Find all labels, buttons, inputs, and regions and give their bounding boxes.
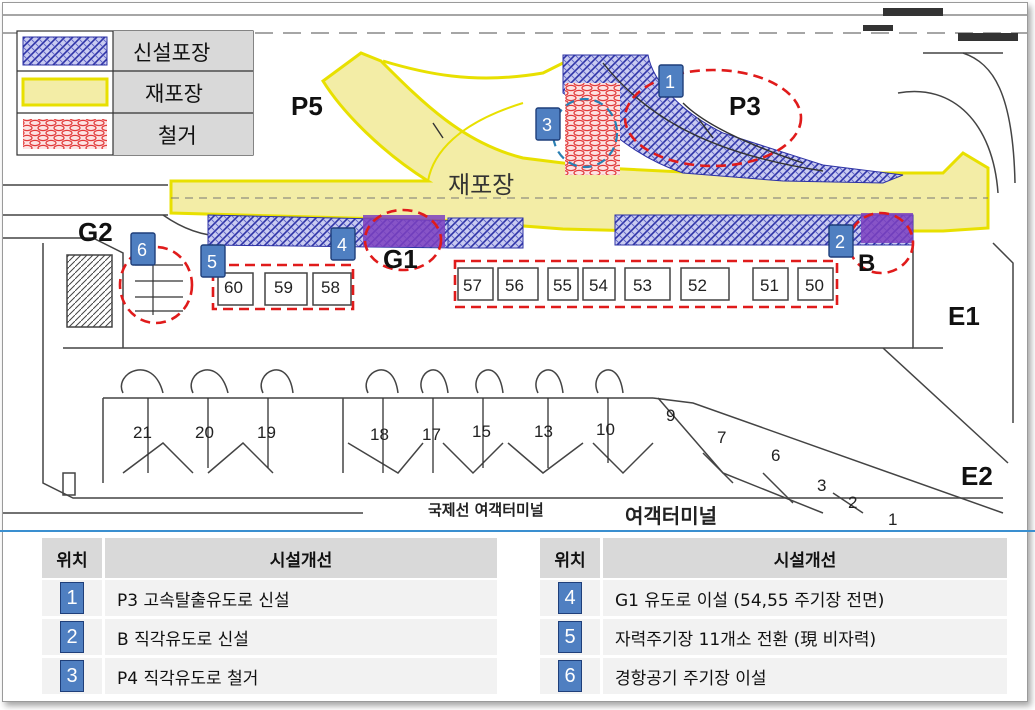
- g1-taxiway-relocation: [363, 215, 445, 247]
- stand-3: 3: [817, 476, 826, 495]
- table-header-position: 위치: [540, 538, 603, 580]
- row-number-badge: 5: [558, 621, 582, 653]
- stand-54: 54: [589, 276, 608, 295]
- row-description: 자력주기장 11개소 전환 (現 비자력): [601, 617, 1010, 658]
- table-header-position: 위치: [42, 538, 105, 580]
- stand-58: 58: [321, 278, 340, 297]
- label-e2: E2: [961, 461, 993, 491]
- stand-60: 60: [224, 278, 243, 297]
- stand-10: 10: [596, 420, 615, 439]
- row-number-badge: 1: [60, 582, 84, 614]
- stand-55: 55: [553, 276, 572, 295]
- legend-swatch-repave: [21, 77, 109, 107]
- row-description: P4 직각유도로 철거: [103, 656, 500, 697]
- legend-label-removal: 철거: [158, 124, 197, 148]
- stand-18: 18: [370, 425, 389, 444]
- legend: 신설포장 재포장 철거: [16, 30, 254, 156]
- stand-21: 21: [133, 423, 152, 442]
- label-p3: P3: [729, 91, 761, 121]
- row-description: P3 고속탈출유도로 신설: [103, 579, 500, 619]
- airport-layout-map: P5 P3 G2 G1 B E1 E2 재포장 국제선 여객터미널 여객터미널 …: [3, 8, 1027, 529]
- repave-area: [169, 51, 990, 233]
- badge-5: 5: [200, 244, 226, 278]
- divider-line: [0, 530, 1035, 532]
- badge-1: 1: [658, 64, 684, 98]
- svg-text:5: 5: [207, 252, 217, 272]
- table-header-improvement: 시설개선: [103, 538, 500, 580]
- stand-19: 19: [257, 423, 276, 442]
- removal-area: [565, 83, 620, 175]
- legend-swatch-removal: [23, 119, 107, 149]
- table-row: 6 경항공기 주기장 이설: [540, 656, 1010, 697]
- improvements-table-left: 위치 시설개선 1 P3 고속탈출유도로 신설 2 B 직각유도로 신설 3 P…: [42, 538, 500, 697]
- label-intl-terminal: 국제선 여객터미널: [428, 501, 544, 519]
- stand-52: 52: [688, 276, 707, 295]
- label-g1: G1: [383, 244, 418, 274]
- svg-text:1: 1: [665, 72, 675, 92]
- stand-labels-upper: 60 59 58 57 56 55 54 53 52 51 50: [224, 276, 824, 297]
- label-repave: 재포장: [448, 171, 514, 199]
- legend-label-new-pavement: 신설포장: [133, 41, 210, 65]
- legend-swatch-new-pavement: [22, 36, 108, 66]
- svg-text:6: 6: [137, 240, 147, 260]
- table-row: 2 B 직각유도로 신설: [42, 617, 500, 658]
- badge-6: 6: [130, 232, 156, 266]
- stand-13: 13: [534, 422, 553, 441]
- stand-56: 56: [505, 276, 524, 295]
- stand-6: 6: [771, 446, 780, 465]
- table-row: 4 G1 유도로 이설 (54,55 주기장 전면): [540, 579, 1010, 619]
- stand-20: 20: [195, 423, 214, 442]
- table-header-improvement: 시설개선: [601, 538, 1010, 580]
- badge-2: 2: [828, 224, 854, 258]
- badge-3: 3: [535, 107, 561, 141]
- row-number-badge: 3: [60, 660, 84, 692]
- stand-17: 17: [422, 425, 441, 444]
- svg-text:2: 2: [835, 232, 845, 252]
- badge-4: 4: [330, 227, 356, 261]
- label-g2: G2: [78, 217, 113, 247]
- label-b: B: [858, 250, 875, 277]
- label-e1: E1: [948, 301, 980, 331]
- row-description: 경항공기 주기장 이설: [601, 656, 1010, 697]
- stand-1: 1: [888, 510, 897, 529]
- table-row: 5 자력주기장 11개소 전환 (現 비자력): [540, 617, 1010, 658]
- stand-2: 2: [848, 493, 857, 512]
- b-taxiway-new: [861, 213, 913, 243]
- stand-53: 53: [633, 276, 652, 295]
- row-description: G1 유도로 이설 (54,55 주기장 전면): [601, 579, 1010, 619]
- stand-57: 57: [463, 276, 482, 295]
- row-number-badge: 6: [558, 660, 582, 692]
- row-number-badge: 4: [558, 582, 582, 614]
- table-row: 1 P3 고속탈출유도로 신설: [42, 579, 500, 619]
- stand-50: 50: [805, 276, 824, 295]
- improvements-table-right: 위치 시설개선 4 G1 유도로 이설 (54,55 주기장 전면) 5 자력주…: [540, 538, 1010, 697]
- table-row: 3 P4 직각유도로 철거: [42, 656, 500, 697]
- svg-text:4: 4: [337, 235, 347, 255]
- stand-59: 59: [274, 278, 293, 297]
- label-p5: P5: [291, 91, 323, 121]
- stand-7: 7: [717, 428, 726, 447]
- row-description: B 직각유도로 신설: [103, 617, 500, 658]
- svg-text:3: 3: [542, 115, 552, 135]
- legend-label-repave: 재포장: [145, 82, 203, 106]
- stand-9: 9: [666, 406, 675, 425]
- stand-labels-lower: 21 20 19 18 17 15 13 10 9 7 6 3 2 1: [133, 406, 897, 529]
- stand-51: 51: [760, 276, 779, 295]
- label-terminal: 여객터미널: [625, 504, 717, 528]
- stand-15: 15: [472, 422, 491, 441]
- row-number-badge: 2: [60, 621, 84, 653]
